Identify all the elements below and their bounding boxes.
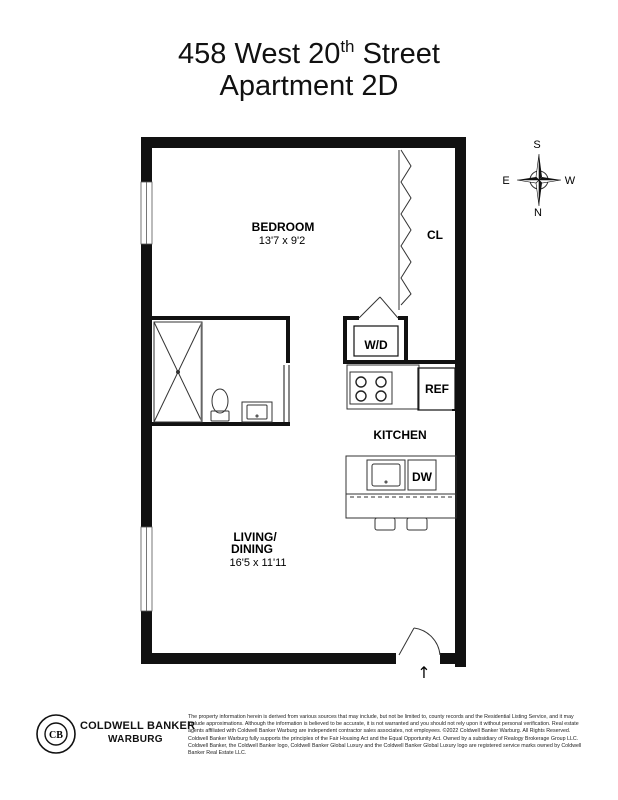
wd-top-left bbox=[343, 316, 359, 320]
closet-label: CL bbox=[427, 228, 443, 242]
washer-dryer-label: W/D bbox=[364, 338, 388, 352]
bath-right-wall bbox=[286, 316, 290, 363]
closet-bifold-doors[interactable] bbox=[398, 149, 412, 310]
living-dining-dimensions: 16'5 x 11'11 bbox=[229, 557, 286, 569]
address-title: 458 West 20th Street bbox=[0, 38, 618, 70]
bar-stools bbox=[374, 517, 428, 531]
washer-dryer-unit bbox=[353, 325, 399, 357]
coldwell-banker-logo: CB COLDWELL BANKER WARBURG bbox=[36, 714, 196, 764]
brand-subname: WARBURG bbox=[108, 734, 163, 745]
windows bbox=[140, 181, 153, 612]
compass-east-label: E bbox=[502, 175, 509, 187]
dishwasher-label: DW bbox=[412, 470, 433, 484]
wd-top-right bbox=[398, 316, 408, 320]
right-wall bbox=[455, 137, 466, 667]
compass-rose-icon: S N E W bbox=[502, 139, 575, 219]
bottom-wall-right bbox=[440, 653, 466, 664]
kitchen-label: KITCHEN bbox=[373, 428, 426, 442]
address-suffix: th bbox=[340, 37, 355, 56]
compass-west-label: W bbox=[565, 175, 576, 187]
cb-seal-icon: CB bbox=[36, 714, 76, 754]
kitchen-counter bbox=[346, 364, 420, 410]
bottom-wall bbox=[141, 653, 396, 664]
compass-south-label: S bbox=[533, 139, 540, 151]
vanity-sink-icon bbox=[241, 401, 273, 423]
shower bbox=[153, 321, 203, 423]
toilet-icon bbox=[210, 388, 230, 422]
bathroom-door[interactable] bbox=[283, 365, 290, 422]
bedroom-label: BEDROOM bbox=[252, 220, 315, 234]
unit-title: Apartment 2D bbox=[219, 70, 399, 102]
address-rest: Street bbox=[354, 38, 440, 70]
bath-top-wall bbox=[152, 316, 287, 320]
top-wall bbox=[141, 137, 466, 148]
kitchen-top-wall bbox=[343, 360, 456, 364]
kitchen-island bbox=[345, 455, 457, 519]
exterior-walls bbox=[141, 137, 466, 667]
cb-monogram: CB bbox=[49, 730, 63, 741]
living-dining-label-line1: LIVING/ bbox=[233, 530, 277, 544]
wd-left-wall bbox=[343, 316, 347, 363]
refrigerator-label: REF bbox=[425, 382, 449, 396]
legal-disclaimer: The property information herein is deriv… bbox=[188, 714, 582, 757]
left-wall bbox=[141, 137, 152, 664]
bath-bottom-wall bbox=[152, 422, 290, 426]
compass-north-label: N bbox=[534, 207, 542, 219]
entry-door[interactable] bbox=[398, 627, 441, 656]
stove-icon bbox=[355, 376, 387, 402]
bedroom-dimensions: 13'7 x 9'2 bbox=[259, 235, 305, 247]
entry-arrow-icon: ↑ bbox=[417, 663, 430, 682]
wd-door[interactable] bbox=[358, 296, 399, 319]
wd-right-wall bbox=[404, 316, 408, 363]
address-prefix: 458 West 20 bbox=[178, 38, 341, 70]
living-dining-label-line2: DINING bbox=[231, 542, 273, 556]
interior-walls bbox=[152, 316, 456, 426]
brand-name: COLDWELL BANKER bbox=[80, 720, 196, 732]
refrigerator bbox=[417, 367, 456, 411]
